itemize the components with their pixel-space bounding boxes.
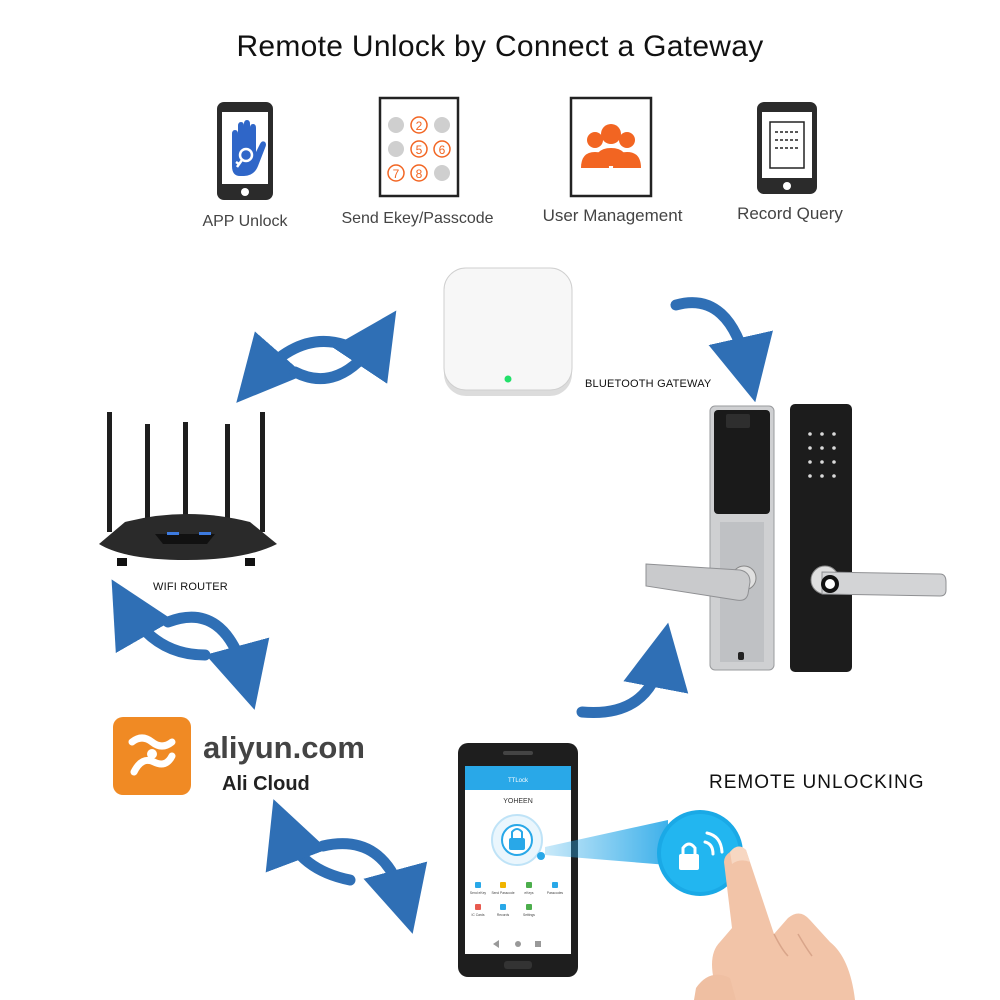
feature-user-management: User Management <box>535 96 690 231</box>
keypad-digit: 2 <box>416 119 423 133</box>
router-label: WIFI ROUTER <box>153 581 228 590</box>
record-phone-icon <box>757 102 817 194</box>
remote-unlocking-label: REMOTE UNLOCKING <box>709 772 925 793</box>
app-name: TTLock <box>508 778 529 784</box>
page-title: Remote Unlock by Connect a Gateway <box>236 30 764 63</box>
arrow-phone-lock <box>576 622 689 719</box>
menu-send-passcode: Send Passcode <box>491 891 514 895</box>
feature-label: User Management <box>542 206 683 225</box>
status-led <box>504 375 512 383</box>
menu-passcodes: Passcodes <box>547 891 563 895</box>
menu-records: Records <box>497 913 510 917</box>
aliyun-brand: aliyun.com <box>203 730 365 765</box>
ali-cloud-label: Ali Cloud <box>222 773 310 795</box>
pointing-hand <box>694 846 855 1000</box>
feature-label: APP Unlock <box>202 213 288 230</box>
remote-unlock-button[interactable] <box>655 808 745 898</box>
feature-label: Send Ekey/Passcode <box>341 210 494 227</box>
keypad-digit: 6 <box>439 143 446 157</box>
phone-app: TTLock YOHEEN Send eKey Send Passcode eK… <box>457 742 579 978</box>
menu-send-ekey: Send eKey <box>470 891 486 895</box>
arrow-to-gateway <box>289 310 397 385</box>
lock-name: YOHEEN <box>503 798 533 805</box>
menu-ekeys: eKeys <box>524 891 534 895</box>
arrow-cloud-phone <box>265 799 356 886</box>
menu-ic-cards: IC Cards <box>471 913 484 917</box>
users-group-icon <box>569 96 653 198</box>
keypad-digit: 5 <box>416 143 423 157</box>
hand-key-phone-icon <box>217 102 273 200</box>
menu-settings: Settings <box>523 913 535 917</box>
wireless-lock-icon <box>657 810 743 896</box>
wifi-router <box>95 410 280 570</box>
keypad-digit: 7 <box>393 167 400 181</box>
feature-app-unlock: APP Unlock <box>190 100 300 230</box>
feature-label: Record Query <box>737 204 843 223</box>
arrow-to-lock <box>670 297 773 403</box>
feature-send-ekey: 2 5 6 7 8 Send Ekey/Passcode <box>335 96 500 231</box>
arrow-cloud-up <box>162 611 270 710</box>
signal-beam <box>545 820 668 865</box>
gateway-label: BLUETOOTH GATEWAY <box>585 378 712 390</box>
aliyun-logo <box>112 716 192 796</box>
bluetooth-gateway <box>440 266 576 400</box>
smart-lock <box>640 402 950 677</box>
keypad-digit: 8 <box>416 167 423 181</box>
arrow-phone-cloud <box>317 838 428 934</box>
arrow-router-up <box>111 579 211 661</box>
keypad-icon: 2 5 6 7 8 <box>378 96 460 198</box>
feature-record-query: Record Query <box>725 100 855 230</box>
